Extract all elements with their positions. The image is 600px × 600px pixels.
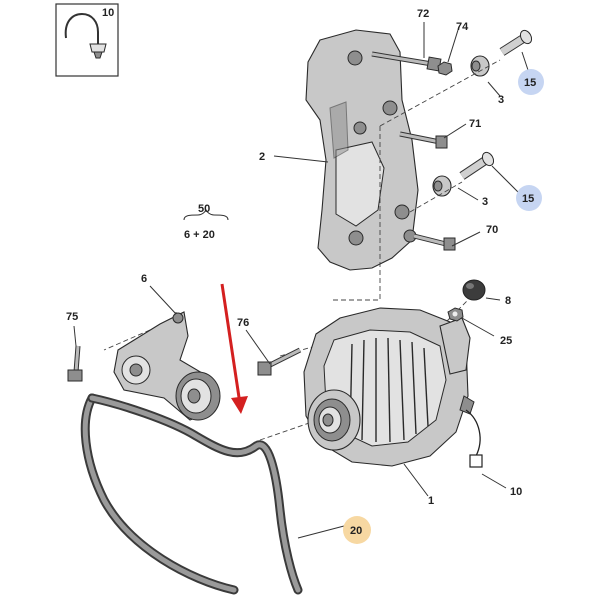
- callout-71: 71: [469, 118, 481, 130]
- callout-6: 6: [141, 273, 147, 285]
- bolt-71: [399, 131, 448, 149]
- callout-25: 25: [500, 335, 512, 347]
- spacer-3-top: [470, 55, 490, 77]
- leader-lines: [73, 22, 531, 539]
- callout-76: 76: [237, 317, 249, 329]
- poly-v-belt: [80, 393, 303, 595]
- callout-20: 20: [350, 525, 362, 537]
- callout-1: 1: [428, 495, 434, 507]
- callout-75: 75: [66, 311, 78, 323]
- callout-10-bottom: 10: [510, 486, 522, 498]
- badge-15-mid: [516, 185, 542, 211]
- inset-box-10: 10: [55, 3, 119, 77]
- alternator: [303, 307, 475, 467]
- bolt-76: [257, 347, 302, 376]
- nut-74: [437, 61, 453, 76]
- mounting-bracket: [305, 29, 419, 271]
- kit-label-50: [183, 208, 229, 221]
- direction-arrow-icon: [220, 283, 248, 414]
- bolt-15-mid: [459, 151, 495, 180]
- badge-20: [343, 516, 371, 544]
- belt-tensioner: [113, 311, 221, 421]
- bolt-75: [67, 345, 83, 382]
- callout-2: 2: [259, 151, 265, 163]
- spacer-3-mid: [432, 175, 452, 197]
- terminal-nut-25: [447, 307, 464, 322]
- terminal-cap-8: [462, 279, 486, 301]
- bolt-72: [371, 51, 442, 72]
- badge-15-top: [518, 69, 544, 95]
- callout-72: 72: [417, 8, 429, 20]
- callout-3-top: 3: [498, 94, 504, 106]
- callout-50: 50: [198, 203, 210, 215]
- callout-15-mid: 15: [522, 193, 534, 205]
- callout-8: 8: [505, 295, 511, 307]
- callout-74: 74: [456, 21, 469, 33]
- callout-70: 70: [486, 224, 498, 236]
- harness-wire: [465, 409, 483, 468]
- wire-clip-icon: [64, 12, 107, 59]
- bolt-15-top: [499, 29, 533, 56]
- callout-6-plus-20: 6 + 20: [184, 229, 215, 241]
- callout-3-mid: 3: [482, 196, 488, 208]
- callout-15-top: 15: [524, 77, 536, 89]
- callout-10-inset: 10: [102, 7, 114, 19]
- bolt-70: [413, 233, 456, 251]
